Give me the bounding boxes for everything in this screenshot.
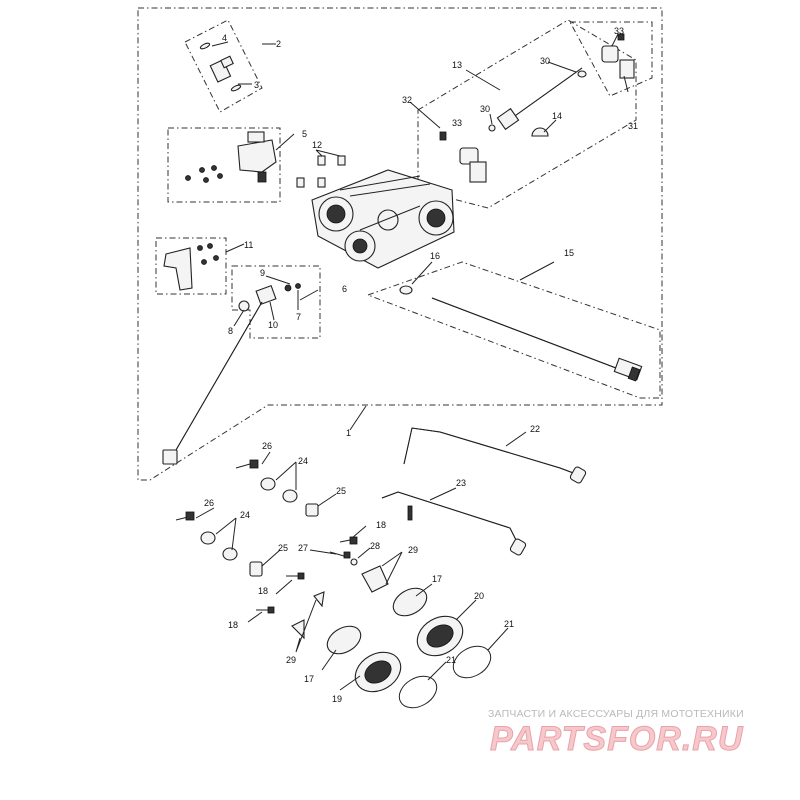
callout-31: 31 bbox=[628, 121, 638, 131]
callout-13: 13 bbox=[452, 60, 462, 70]
callout-17b: 17 bbox=[304, 674, 314, 684]
callout-26b: 26 bbox=[204, 498, 214, 508]
callout-24b: 24 bbox=[240, 510, 250, 520]
callout-7: 7 bbox=[296, 312, 301, 322]
callout-2: 2 bbox=[276, 39, 281, 49]
hoses bbox=[381, 427, 587, 556]
callout-26a: 26 bbox=[262, 441, 272, 451]
callout-10: 10 bbox=[268, 320, 278, 330]
group-6-box bbox=[231, 265, 321, 339]
callout-11: 11 bbox=[244, 240, 253, 250]
callout-25b: 25 bbox=[278, 543, 288, 553]
callout-21a: 21 bbox=[504, 619, 514, 629]
callout-30a: 30 bbox=[540, 56, 550, 66]
callout-6: 6 bbox=[342, 284, 347, 294]
callout-18b: 18 bbox=[258, 586, 268, 596]
spacers bbox=[296, 155, 346, 188]
fasteners bbox=[175, 459, 358, 614]
group-11-box bbox=[155, 237, 227, 295]
callout-29a: 29 bbox=[408, 545, 418, 555]
callout-18c: 18 bbox=[228, 620, 238, 630]
callout-15: 15 bbox=[564, 248, 574, 258]
throttle-position-sensor bbox=[185, 131, 277, 183]
callout-5: 5 bbox=[302, 129, 307, 139]
callout-17a: 17 bbox=[432, 574, 442, 584]
group-15-box bbox=[366, 261, 661, 399]
breather-tube bbox=[399, 285, 643, 382]
callout-28: 28 bbox=[370, 541, 380, 551]
callout-21b: 21 bbox=[446, 655, 456, 665]
sensor-cable bbox=[162, 283, 301, 465]
callout-8: 8 bbox=[228, 326, 233, 336]
fuel-injector bbox=[199, 42, 242, 92]
callout-23: 23 bbox=[456, 478, 466, 488]
intake-boots bbox=[326, 587, 492, 709]
watermark: ЗАПЧАСТИ И АКСЕССУАРЫ ДЛЯ МОТОТЕХНИКИ PA… bbox=[488, 708, 744, 759]
callout-3: 3 bbox=[254, 80, 259, 90]
callout-9: 9 bbox=[260, 268, 265, 278]
callout-30b: 30 bbox=[480, 104, 490, 114]
throttle-body bbox=[311, 169, 455, 269]
callout-14: 14 bbox=[552, 111, 562, 121]
callout-24a: 24 bbox=[298, 456, 308, 466]
leader-lines bbox=[195, 33, 629, 691]
callout-32: 32 bbox=[402, 95, 412, 105]
callout-16: 16 bbox=[430, 251, 440, 261]
callout-1: 1 bbox=[346, 428, 351, 438]
group-5-box bbox=[167, 127, 281, 203]
callout-27: 27 bbox=[298, 543, 308, 553]
bracket bbox=[163, 243, 219, 291]
callout-labels: 1 2 3 4 5 6 7 8 9 10 11 12 13 14 15 16 1… bbox=[204, 26, 638, 704]
callout-29b: 29 bbox=[286, 655, 296, 665]
callout-19: 19 bbox=[332, 694, 342, 704]
assembly-1-boundary bbox=[137, 7, 663, 481]
watermark-logo: PARTSFOR.RU bbox=[490, 720, 744, 758]
group-31-box bbox=[569, 21, 653, 97]
callout-18a: 18 bbox=[376, 520, 386, 530]
clips bbox=[291, 565, 389, 640]
callout-4: 4 bbox=[222, 33, 227, 43]
group-2-box bbox=[184, 19, 263, 113]
fuel-rail bbox=[439, 33, 635, 183]
watermark-tagline: ЗАПЧАСТИ И АКСЕССУАРЫ ДЛЯ МОТОТЕХНИКИ bbox=[488, 708, 744, 720]
callout-33a: 33 bbox=[614, 26, 624, 36]
callout-22: 22 bbox=[530, 424, 540, 434]
callout-25a: 25 bbox=[336, 486, 346, 496]
callout-12: 12 bbox=[312, 140, 322, 150]
callout-33b: 33 bbox=[452, 118, 462, 128]
callout-20: 20 bbox=[474, 591, 484, 601]
